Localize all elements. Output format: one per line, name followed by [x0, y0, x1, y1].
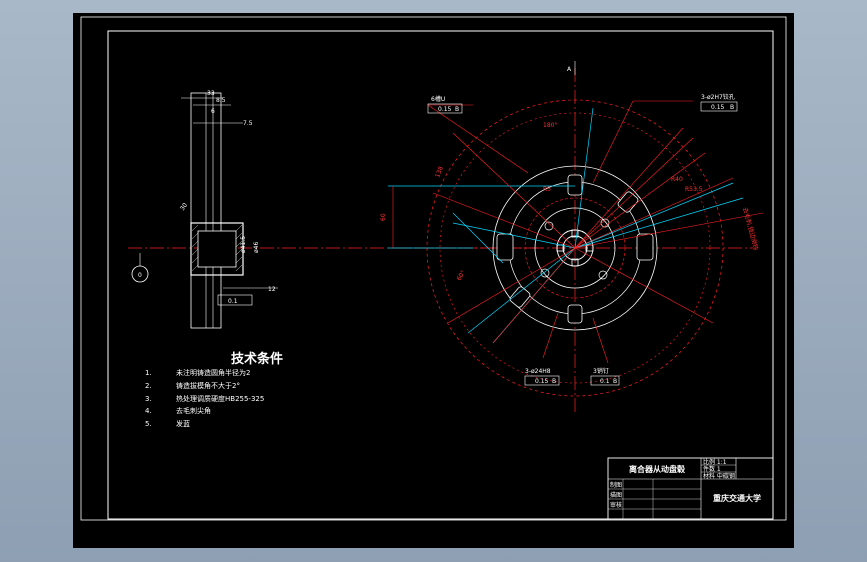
- side-tolerance-frame[interactable]: [217, 294, 253, 306]
- dim-12: 12: [268, 286, 276, 293]
- dim-8-5: 8.5: [216, 97, 226, 104]
- drawing-svg: 33 8.5 6 7.5 30 12 ø41.5 ø46 0.1 0 技术条件 …: [80, 16, 787, 521]
- pitch-circle: [524, 197, 626, 299]
- tb-scale: 比例 1:1: [703, 458, 727, 466]
- side-view: 33 8.5 6 7.5 30 12 ø41.5 ø46 0.1 0: [131, 90, 278, 329]
- callout-2-frame[interactable]: [700, 101, 738, 112]
- callout-1-datum: B: [455, 106, 459, 113]
- callout-4-label: 3销钉: [593, 367, 609, 375]
- hole-2[interactable]: [598, 270, 608, 280]
- hub-section: [190, 222, 244, 276]
- view-label-a: A: [567, 66, 572, 73]
- inner-frame: [107, 30, 774, 520]
- section-hatch: [191, 224, 243, 272]
- callout-2-label: 3-ø2H7铰孔: [701, 93, 735, 101]
- callout-1-tol: 0.15: [438, 106, 452, 113]
- hole-1[interactable]: [544, 221, 554, 231]
- plate-slots: [496, 174, 654, 324]
- tech-item-5-text: 发蓝: [176, 419, 190, 428]
- dim-r3: R3: [543, 186, 551, 193]
- outer-frame: [80, 16, 787, 521]
- school-name: 重庆交通大学: [713, 493, 761, 503]
- callout-2-tol: 0.15: [711, 104, 725, 111]
- title-block-frame: [607, 457, 774, 520]
- construction-lines: [388, 107, 744, 344]
- callout-4-tol: 0.1: [600, 378, 610, 385]
- tech-item-2-text: 铸造拔模角不大于2°: [176, 381, 240, 390]
- dim-138: 138: [434, 165, 445, 178]
- callout-1-frame[interactable]: [427, 103, 463, 114]
- side-tolerance-value: 0.1: [228, 298, 238, 305]
- dim-33: 33: [207, 90, 215, 97]
- tech-item-2-num: 2.: [145, 382, 152, 390]
- callout-3-datum: B: [552, 378, 556, 385]
- hole-4[interactable]: [540, 268, 550, 278]
- title-block: 离合器从动盘毂 比例 1:1 件数 1 材料 中碳钢 制图 描图 审核 重庆交通…: [607, 457, 774, 520]
- cad-drawing-canvas[interactable]: 33 8.5 6 7.5 30 12 ø41.5 ø46 0.1 0 技术条件 …: [73, 13, 794, 548]
- callout-3-label: 3-ø24H8: [525, 368, 551, 375]
- dim-30: 30: [179, 202, 189, 212]
- tech-item-1-num: 1.: [145, 369, 152, 377]
- tb-material: 材料 中碳钢: [703, 472, 735, 480]
- outer-dim-arc-2: [439, 112, 711, 384]
- tb-label-review: 审核: [610, 501, 622, 509]
- callout-3-tol: 0.15: [535, 378, 549, 385]
- dim-6: 6: [211, 108, 215, 115]
- tech-conditions-title: 技术条件: [231, 351, 283, 367]
- tech-item-5-num: 5.: [145, 420, 152, 428]
- datum-label: 0: [138, 272, 142, 279]
- dim-60: 60: [380, 213, 387, 221]
- callout-1-label: 6槽U: [431, 95, 445, 103]
- callout-4-datum: B: [613, 378, 617, 385]
- dim-180-deg: 180°: [543, 122, 557, 129]
- tb-label-trace: 描图: [610, 491, 622, 499]
- tech-item-3-num: 3.: [145, 395, 152, 403]
- dim-r53-5: R53.5: [685, 186, 703, 193]
- dim-60-deg: 60°: [456, 269, 467, 282]
- spline-inner: [562, 235, 588, 261]
- tech-item-3-text: 热处理调质硬度HB255-325: [176, 394, 264, 403]
- dim-7-5: 7.5: [243, 120, 253, 127]
- technical-conditions: 技术条件 1. 未注明铸造圆角半径为2 2. 铸造拔模角不大于2° 3. 热处理…: [145, 351, 283, 428]
- callout-4-frame[interactable]: [590, 375, 620, 386]
- plate-view: A: [380, 61, 764, 413]
- radius-46: ø46: [253, 242, 260, 253]
- hub-bore: [197, 230, 237, 268]
- tb-label-draw: 制图: [610, 481, 622, 489]
- right-note: 去毛刺,锐边倒钝: [741, 206, 760, 250]
- callout-3-frame[interactable]: [524, 375, 560, 386]
- dim-r40: R40: [671, 176, 683, 183]
- radius-41-5: ø41.5: [240, 236, 247, 253]
- plate-outer-edge: [492, 165, 658, 331]
- tech-item-4-text: 去毛刺尖角: [176, 406, 211, 415]
- hub-edge: [534, 207, 616, 289]
- callout-2-datum: B: [730, 104, 734, 111]
- radial-dims: [427, 100, 764, 364]
- part-name: 离合器从动盘毂: [629, 464, 685, 474]
- tech-item-4-num: 4.: [145, 407, 152, 415]
- tb-quantity: 件数 1: [703, 465, 721, 473]
- tech-item-1-text: 未注明铸造圆角半径为2: [176, 368, 250, 377]
